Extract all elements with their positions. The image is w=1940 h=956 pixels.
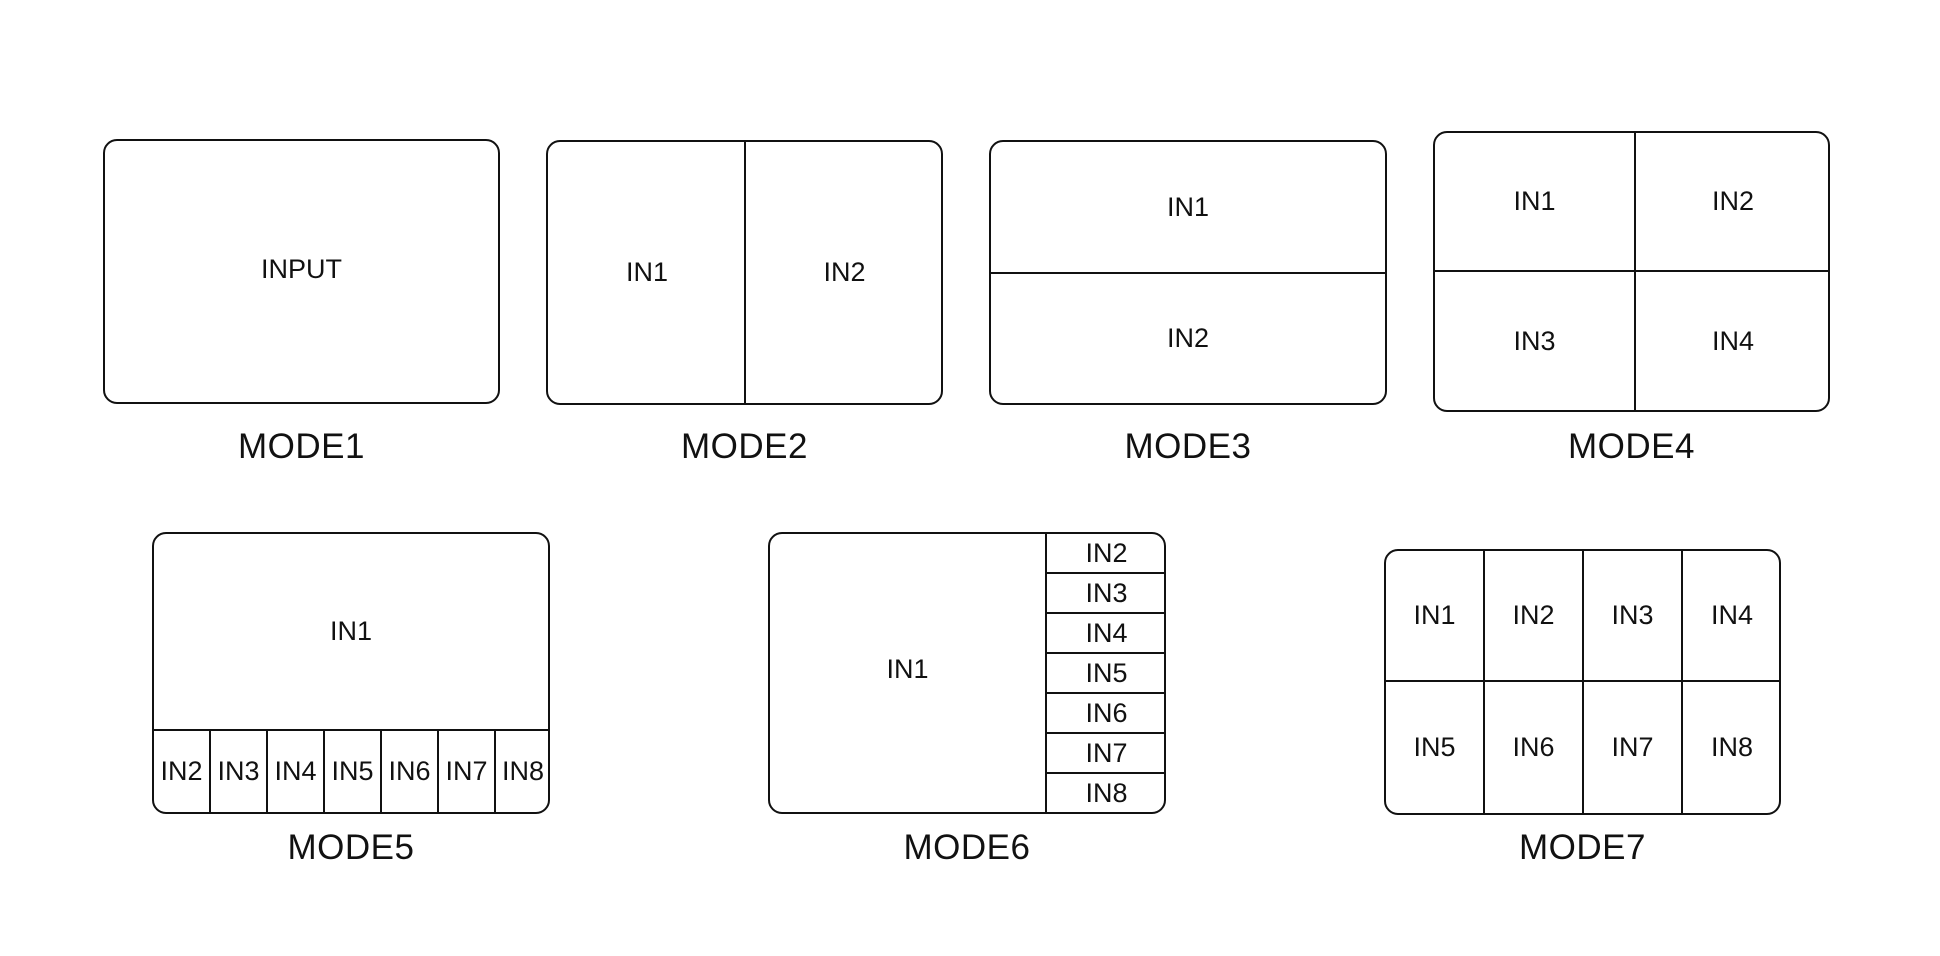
mode5-input-in8: IN8 bbox=[501, 756, 545, 786]
mode2-input-in1: IN1 bbox=[625, 257, 669, 287]
mode5-input-in5: IN5 bbox=[331, 756, 374, 786]
mode5-input-in6: IN6 bbox=[388, 756, 431, 786]
mode3-input-in1: IN1 bbox=[1166, 191, 1210, 222]
mode7-screen: IN1 IN2 IN3 IN4 IN5 IN6 IN7 IN8 bbox=[1384, 549, 1781, 815]
mode3-input-in2: IN2 bbox=[1166, 323, 1210, 353]
mode6-cell-divider bbox=[1047, 692, 1164, 694]
mode6-cell-divider bbox=[1047, 612, 1164, 614]
mode6-input-in2: IN2 bbox=[1085, 537, 1128, 568]
mode6-caption: MODE6 bbox=[903, 828, 1031, 867]
mode5-cell-divider bbox=[494, 731, 496, 812]
mode6-screen: IN1 IN2 IN3 IN4 IN5 IN6 IN7 IN8 bbox=[768, 532, 1166, 814]
mode5-input-in3: IN3 bbox=[217, 756, 260, 786]
mode4-input-in2: IN2 bbox=[1711, 186, 1755, 216]
mode5-cell-divider bbox=[437, 731, 439, 812]
mode6-divider bbox=[1045, 534, 1047, 812]
mode2-input-in2: IN2 bbox=[823, 257, 866, 287]
mode5-cell-divider bbox=[266, 731, 268, 812]
mode5-cell-divider bbox=[209, 731, 211, 812]
mode1-screen: INPUT bbox=[103, 139, 500, 404]
mode4-horizontal-divider bbox=[1435, 270, 1828, 272]
mode7-vertical-divider bbox=[1582, 551, 1584, 813]
mode5-divider bbox=[154, 729, 548, 731]
mode2-caption: MODE2 bbox=[681, 427, 808, 466]
mode7-input-in7: IN7 bbox=[1611, 732, 1654, 762]
mode7-caption: MODE7 bbox=[1519, 828, 1646, 867]
mode7-input-in6: IN6 bbox=[1512, 732, 1555, 762]
mode5-input-in7: IN7 bbox=[445, 756, 488, 786]
mode5-cell-divider bbox=[380, 731, 382, 812]
mode5-input-in4: IN4 bbox=[274, 756, 317, 786]
mode4-input-in4: IN4 bbox=[1711, 325, 1755, 356]
mode6-input-in7: IN7 bbox=[1085, 737, 1128, 768]
mode7-input-in3: IN3 bbox=[1611, 600, 1654, 630]
mode7-horizontal-divider bbox=[1386, 680, 1779, 682]
mode5-input-in2: IN2 bbox=[160, 756, 203, 786]
mode6-input-in1: IN1 bbox=[886, 654, 929, 684]
mode6-cell-divider bbox=[1047, 652, 1164, 654]
mode7-input-in5: IN5 bbox=[1413, 732, 1456, 762]
mode7-input-in8: IN8 bbox=[1710, 732, 1754, 762]
mode7-vertical-divider bbox=[1681, 551, 1683, 813]
mode5-cell-divider bbox=[323, 731, 325, 812]
mode7-input-in4: IN4 bbox=[1710, 600, 1754, 630]
mode6-cell-divider bbox=[1047, 572, 1164, 574]
mode4-input-in1: IN1 bbox=[1513, 186, 1556, 216]
mode3-divider bbox=[991, 272, 1385, 274]
mode5-screen: IN1 IN2 IN3 IN4 IN5 IN6 IN7 IN8 bbox=[152, 532, 550, 814]
mode4-screen: IN1 IN2 IN3 IN4 bbox=[1433, 131, 1830, 412]
mode1-caption: MODE1 bbox=[238, 427, 365, 466]
mode6-input-in4: IN4 bbox=[1085, 617, 1128, 648]
mode4-input-in3: IN3 bbox=[1513, 325, 1556, 356]
mode7-input-in1: IN1 bbox=[1413, 600, 1456, 630]
mode5-input-in1: IN1 bbox=[329, 616, 373, 646]
mode6-input-in3: IN3 bbox=[1085, 577, 1128, 608]
mode3-screen: IN1 IN2 bbox=[989, 140, 1387, 405]
mode2-screen: IN1 IN2 bbox=[546, 140, 943, 405]
mode7-vertical-divider bbox=[1483, 551, 1485, 813]
mode6-cell-divider bbox=[1047, 732, 1164, 734]
mode3-caption: MODE3 bbox=[1124, 427, 1252, 466]
mode2-divider bbox=[744, 142, 746, 403]
mode6-input-in5: IN5 bbox=[1085, 657, 1128, 688]
mode6-input-in8: IN8 bbox=[1085, 777, 1128, 808]
mode6-input-in6: IN6 bbox=[1085, 697, 1128, 728]
mode4-caption: MODE4 bbox=[1568, 427, 1695, 466]
mode7-input-in2: IN2 bbox=[1512, 600, 1555, 630]
mode6-cell-divider bbox=[1047, 772, 1164, 774]
mode1-input-input: INPUT bbox=[261, 254, 342, 284]
mode5-caption: MODE5 bbox=[287, 828, 415, 867]
